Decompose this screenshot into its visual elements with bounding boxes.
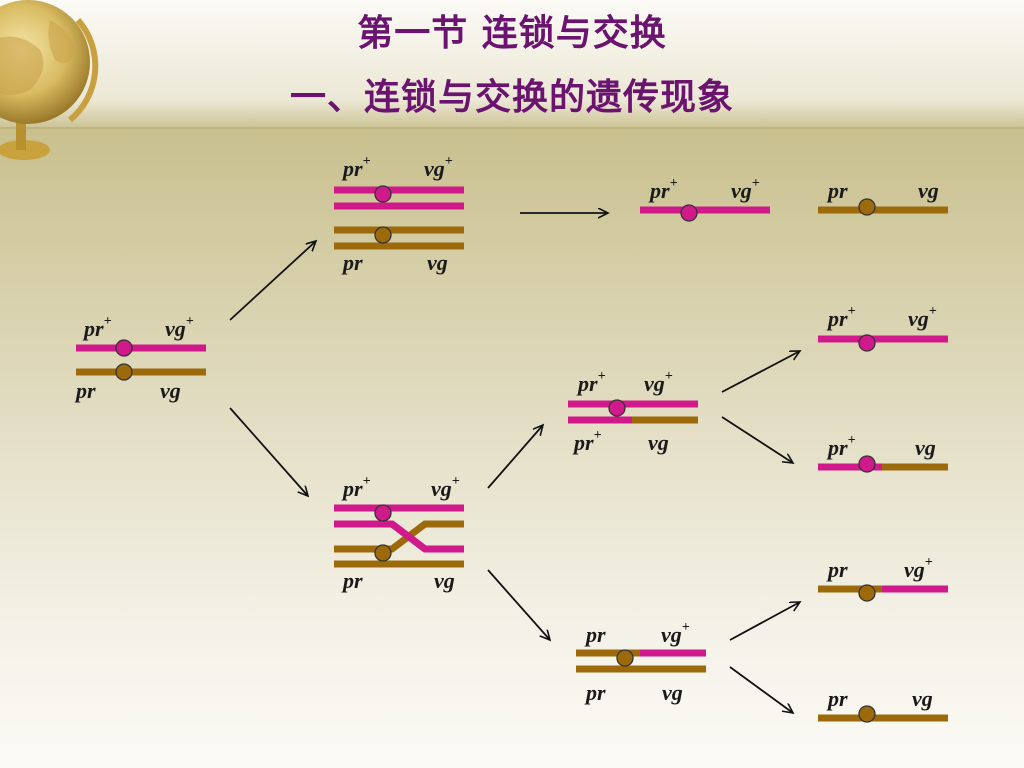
gene-label-vg-plus: vg+ [904, 555, 933, 582]
gamete-parental-brown-2 [818, 705, 948, 723]
gene-label-pr: pr [586, 680, 606, 705]
gene-label-pr: pr [828, 178, 848, 203]
gene-label-pr-plus: pr+ [343, 154, 371, 181]
gene-label-vg: vg [662, 680, 683, 705]
gene-label-vg-plus: vg+ [908, 304, 937, 331]
gamete-parental-magenta [640, 204, 770, 222]
centromere [374, 226, 392, 244]
gene-label-pr-plus: pr+ [650, 176, 678, 203]
gamete-parental-brown [818, 198, 948, 216]
gene-label-vg: vg [912, 686, 933, 711]
gene-label-pr: pr [343, 568, 363, 593]
gene-label-vg: vg [918, 178, 939, 203]
gene-label-vg: vg [434, 568, 455, 593]
arrow [487, 425, 543, 489]
centromere [115, 363, 133, 381]
replicated-pair-crossover [334, 504, 464, 568]
gene-label-pr: pr [586, 622, 606, 647]
gene-label-vg-plus: vg+ [431, 474, 460, 501]
gene-label-pr-plus: pr+ [828, 433, 856, 460]
centromere [374, 504, 392, 522]
gene-label-vg-plus: vg+ [165, 314, 194, 341]
replicated-pair-no-crossover [334, 185, 464, 250]
gene-label-pr-plus: pr+ [828, 304, 856, 331]
arrow [487, 569, 550, 640]
arrow [729, 602, 800, 641]
gamete-recombinant-1 [818, 455, 948, 473]
gene-label-pr: pr [76, 378, 96, 403]
arrow [721, 416, 793, 463]
gene-label-vg-plus: vg+ [424, 154, 453, 181]
parent-chromosome-pair [76, 339, 206, 381]
arrow [729, 666, 793, 713]
gene-label-vg-plus: vg+ [731, 176, 760, 203]
slide-subtitle: 一、连锁与交换的遗传现象 [289, 77, 734, 118]
globe-icon [0, 0, 99, 160]
gene-label-vg-plus: vg+ [644, 369, 673, 396]
gene-label-pr: pr [343, 250, 363, 275]
gene-label-vg: vg [915, 435, 936, 460]
gamete-parental-magenta-2 [818, 334, 948, 352]
gene-label-pr-plus: pr+ [343, 474, 371, 501]
gene-label-vg: vg [648, 430, 669, 455]
gene-label-vg: vg [427, 250, 448, 275]
brown-sister-chromatids [576, 649, 706, 673]
gene-label-pr: pr [828, 557, 848, 582]
slide-title: 第一节 连锁与交换 [357, 13, 667, 54]
centromere [374, 185, 392, 203]
arrows [229, 213, 800, 713]
magenta-sister-chromatids [568, 399, 698, 424]
gene-label-pr-plus: pr+ [84, 314, 112, 341]
arrow [229, 241, 316, 321]
centromere [616, 649, 634, 667]
centromere [115, 339, 133, 357]
gene-label-vg: vg [160, 378, 181, 403]
gene-label-pr-plus: pr+ [578, 369, 606, 396]
gamete-recombinant-2 [818, 584, 948, 602]
gene-label-vg-plus: vg+ [661, 620, 690, 647]
arrow [721, 351, 800, 393]
arrow [229, 407, 308, 496]
gene-label-pr: pr [828, 686, 848, 711]
centromere [374, 544, 392, 562]
gene-label-pr-plus: pr+ [574, 428, 602, 455]
centromere [608, 399, 626, 417]
